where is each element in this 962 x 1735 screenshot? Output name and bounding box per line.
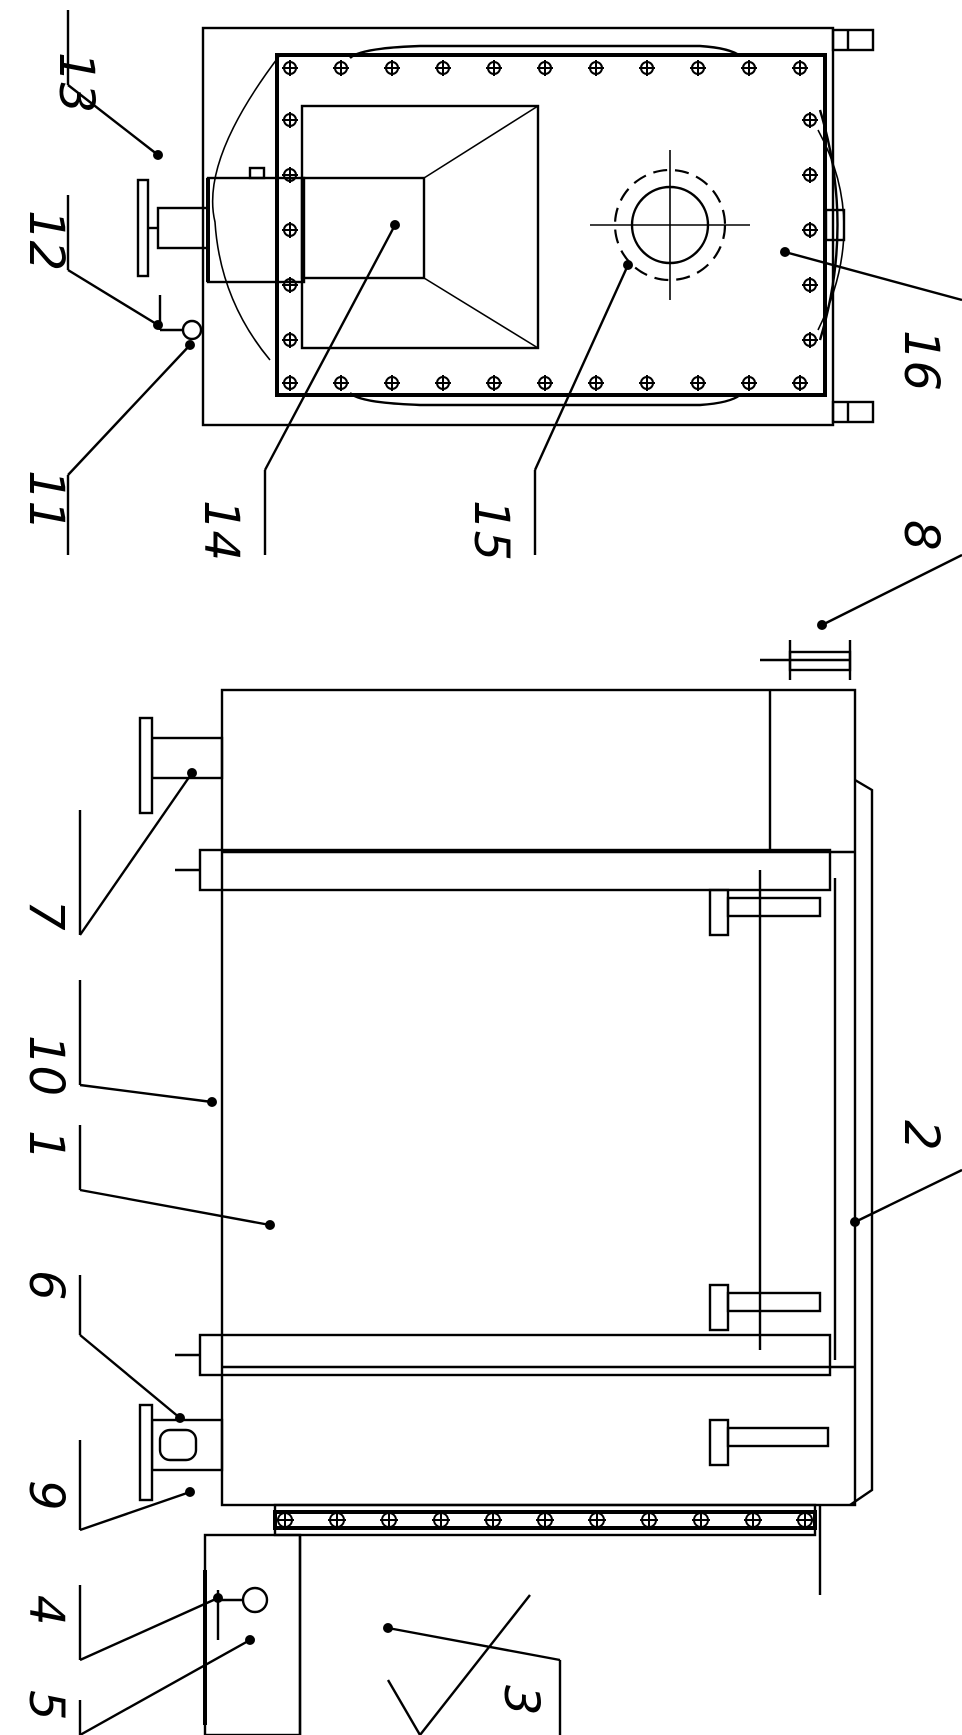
callout-16: 16	[780, 247, 962, 391]
callout-label-5: 5	[18, 1690, 74, 1721]
callout-11: 11	[18, 340, 195, 555]
callout-14: 14	[193, 220, 400, 561]
callout-label-8: 8	[893, 520, 949, 551]
callout-12: 12	[18, 195, 163, 330]
callout-label-12: 12	[18, 210, 74, 271]
callout-label-2: 2	[893, 1120, 949, 1151]
callout-5: 5	[18, 1635, 255, 1735]
callout-1: 1	[18, 1125, 275, 1230]
callout-label-7: 7	[18, 900, 74, 931]
callout-9: 9	[18, 1440, 195, 1532]
callout-label-6: 6	[18, 1270, 74, 1301]
callout-label-16: 16	[893, 330, 949, 391]
callout-8: 8	[817, 520, 962, 630]
door-bolt-set	[282, 60, 818, 391]
callout-10: 10	[18, 980, 217, 1107]
flange-bolt-set	[276, 1511, 814, 1529]
end-view	[136, 26, 875, 427]
callout-label-15: 15	[463, 500, 519, 561]
callout-label-14: 14	[193, 500, 249, 561]
callout-label-11: 11	[18, 470, 74, 531]
callout-2: 2	[850, 1120, 962, 1227]
callout-label-9: 9	[18, 1480, 74, 1511]
callout-label-1: 1	[18, 1130, 74, 1161]
callout-15: 15	[463, 260, 633, 561]
callout-13: 13	[48, 10, 163, 160]
callout-label-10: 10	[18, 1035, 74, 1096]
callouts: 13 12 11 14 15	[18, 10, 962, 1735]
callout-3: 3	[383, 1594, 562, 1735]
side-view	[138, 640, 874, 1735]
callout-4: 4	[18, 1585, 223, 1662]
callout-6: 6	[18, 1270, 185, 1423]
callout-label-4: 4	[18, 1595, 74, 1626]
callout-7: 7	[18, 768, 197, 936]
callout-label-13: 13	[48, 52, 104, 113]
callout-label-3: 3	[493, 1685, 549, 1716]
